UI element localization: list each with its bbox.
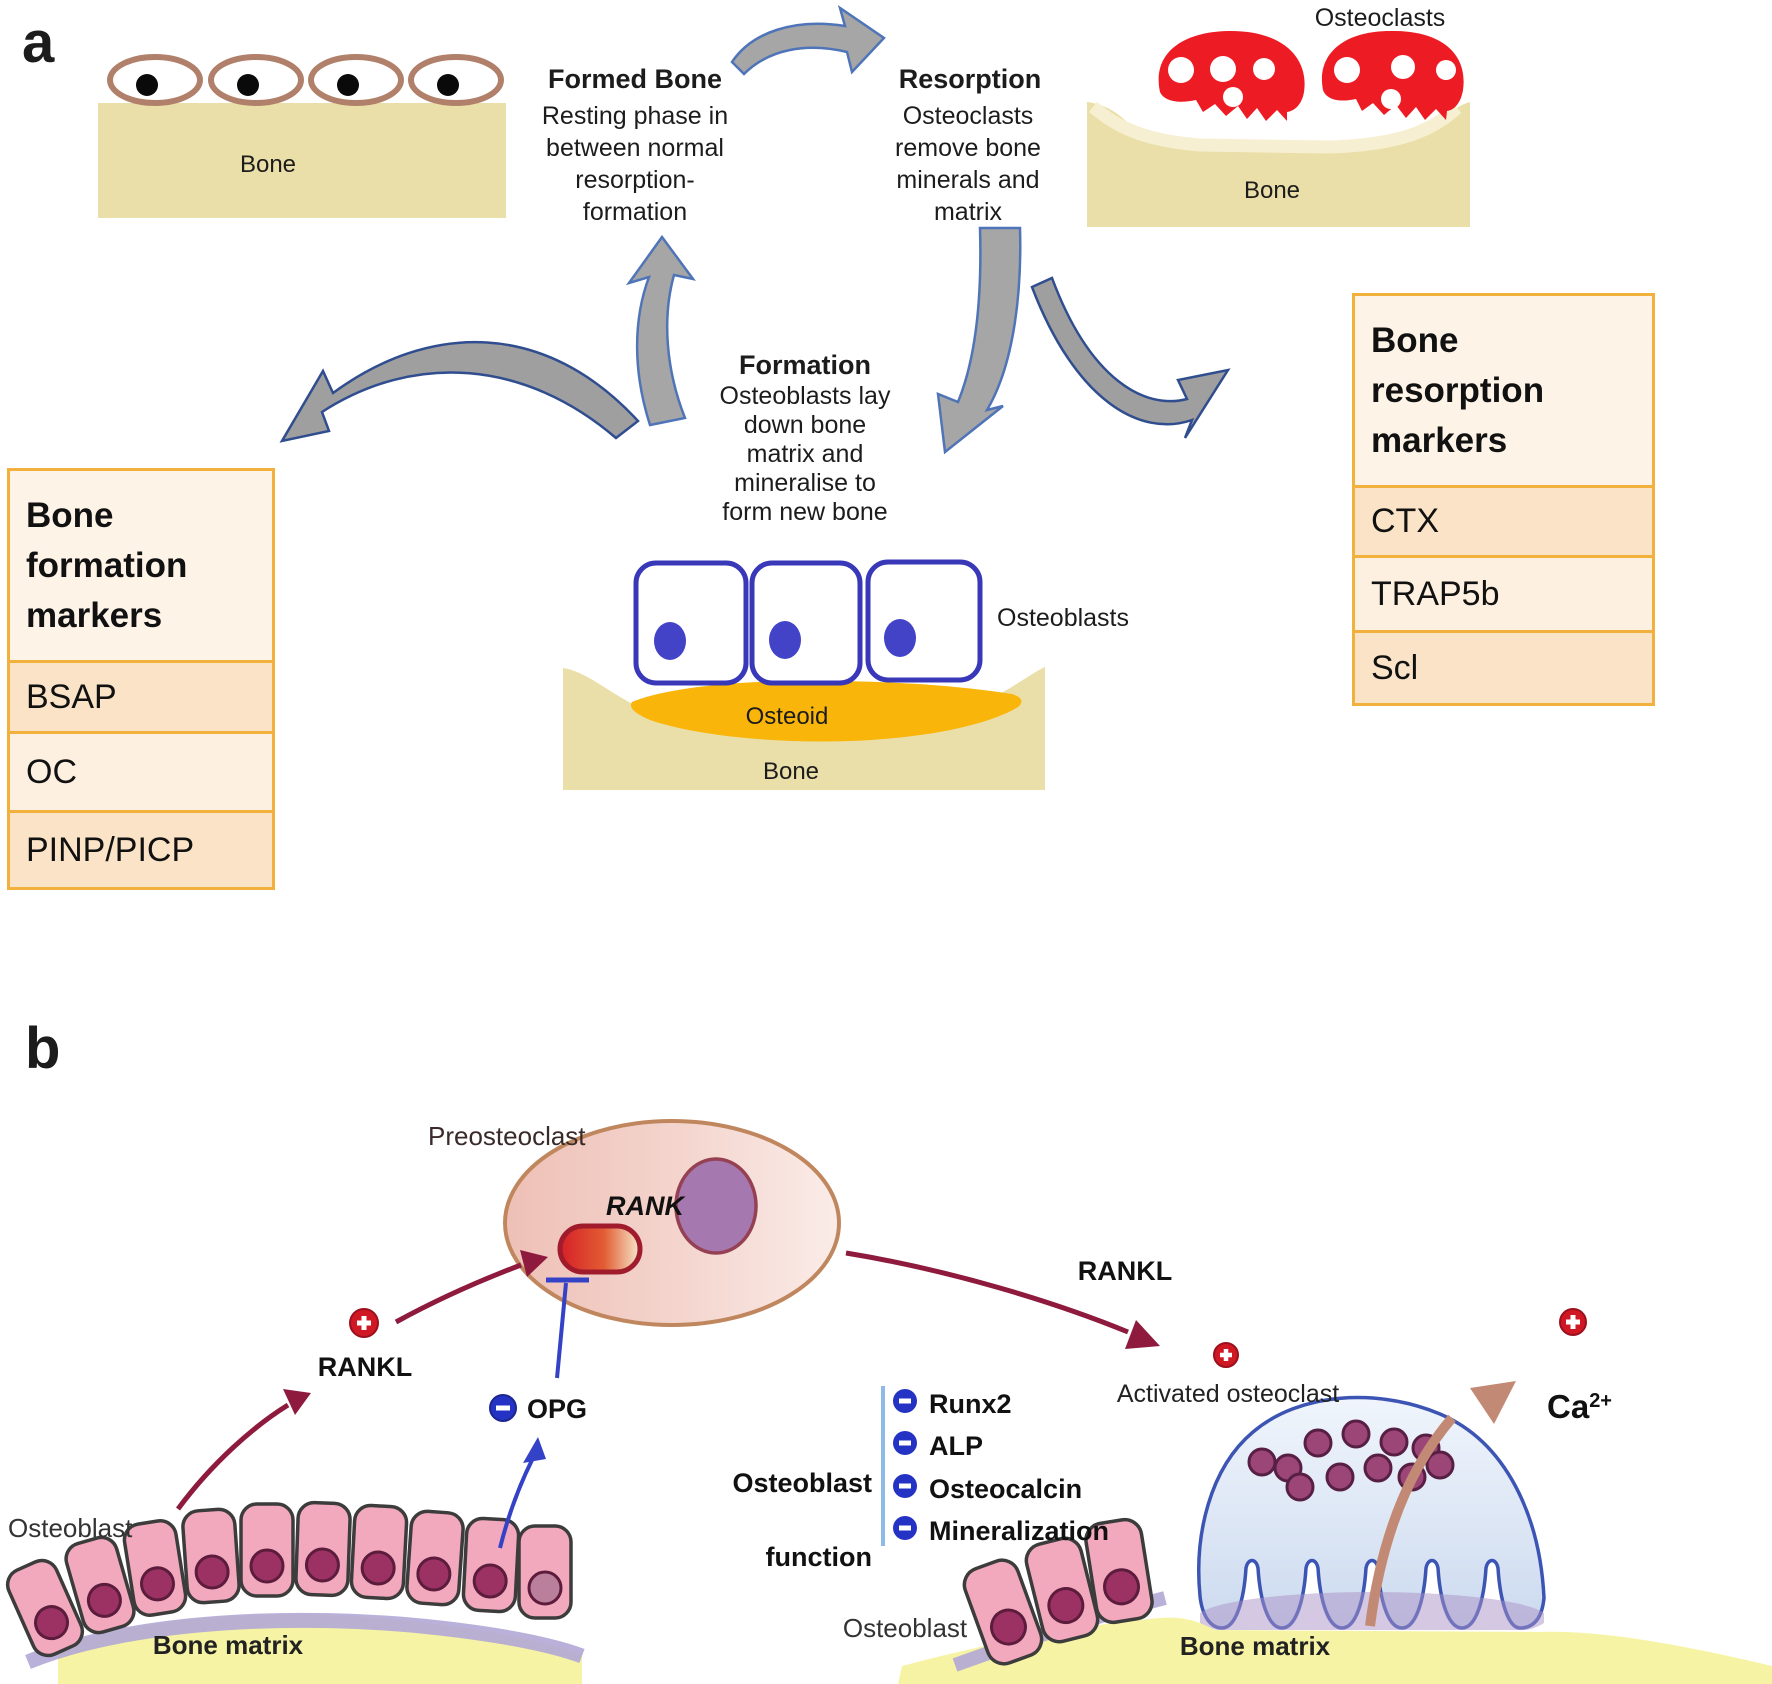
osteoid-layer [630,680,1022,742]
bone-label-resting: Bone [239,151,297,178]
formation-marker-row: PINP/PICP [10,813,272,887]
panel-b-label: b [25,1016,61,1081]
resorption-marker-row: Scl [1355,633,1652,703]
plus-icon-calcium [1559,1308,1587,1336]
plus-icon [349,1308,379,1338]
function-item-osteocalcin: Osteocalcin [929,1474,1083,1504]
arrow-formation-to-formedbone [625,234,696,427]
activated-osteoclast-label: Activated osteoclast [1116,1380,1340,1408]
rankl-to-rank-arrow [175,1262,522,1511]
rankl-right-arrowhead [1125,1320,1160,1349]
calcium-base: Ca [1547,1388,1590,1426]
formed-bone-title: Formed Bone [547,64,723,94]
resting-bone-block [98,54,506,218]
cells-to-opg-arrowhead [523,1437,546,1463]
calcium-superscript: 2+ [1589,1390,1612,1413]
resorption-markers-table: Bone resorption markers CTX TRAP5b Scl [1352,293,1655,706]
bone-lining-cells [107,54,504,106]
osteoblast-right-label: Osteoblast [842,1613,968,1643]
resorption-bone-block [1087,101,1470,227]
lining-cell-nuclei [136,74,459,96]
minus-icon [489,1394,517,1422]
function-item-alp: ALP [929,1431,983,1461]
osteoblasts-label: Osteoblasts [997,604,1130,632]
resorption-marker-row: TRAP5b [1355,558,1652,633]
rank-label: RANK [606,1191,684,1221]
preosteoclast-nucleus [674,1157,758,1255]
function-item-runx2: Runx2 [929,1389,1012,1419]
formation-desc: Osteoblasts lay down bone matrix and min… [719,382,891,526]
minus-icon-mineralization [893,1516,917,1540]
minus-icon-osteocalcin [893,1474,917,1498]
function-item-mineralization: Mineralization [929,1516,1110,1546]
minus-icon-alp [893,1431,917,1455]
osteoblast-left-label: Osteoblast [8,1513,133,1543]
panel-a-label: a [22,10,55,75]
marker-oc: OC [26,752,77,791]
rankl-to-rank-arrowhead [520,1250,548,1277]
bone-matrix-left [25,1612,585,1684]
cells-to-rankl-arrowhead [283,1389,311,1415]
marker-pinp-picp: PINP/PICP [26,830,195,869]
opg-label: OPG [527,1394,588,1424]
resorption-markers-title: Bone resorption markers [1355,296,1652,488]
bone-matrix-right-label: Bone matrix [1179,1631,1331,1661]
formation-marker-row: OC [10,734,272,813]
marker-bsap: BSAP [26,677,117,716]
marker-scl: Scl [1371,648,1419,687]
osteoblast-function-line1: Osteoblast [732,1468,872,1498]
osteoclasts-label: Osteoclasts [1314,4,1446,32]
formation-markers-title: Bone formation markers [10,471,272,663]
rankl-right-label: RANKL [1077,1256,1173,1286]
arrow-to-resorption-markers [1030,276,1231,439]
resorption-title: Resorption [898,64,1042,94]
resorption-marker-row: CTX [1355,488,1652,558]
preosteoclast-label: Preosteoclast [428,1121,586,1151]
arrow-to-formation-markers [279,340,640,443]
bone-matrix-left-label: Bone matrix [152,1630,304,1660]
minus-icon-runx2 [893,1389,917,1413]
marker-ctx: CTX [1371,502,1439,540]
preosteoclast-cell [503,1119,841,1327]
rank-receptor [557,1223,643,1275]
osteoblast-function-line2: function [765,1542,872,1572]
resorption-desc: Osteoclasts remove bone minerals and mat… [895,102,1041,226]
osteoclast-cells [1158,30,1464,122]
marker-trap5b: TRAP5b [1371,574,1500,613]
calcium-release-arrowhead [1470,1381,1516,1424]
osteoid-label: Osteoid [745,703,829,730]
formation-marker-row: BSAP [10,663,272,734]
osteoblast-cells-formation [633,559,983,686]
osteoblast-row-left [5,1500,573,1658]
arrow-formedbone-to-resorption [730,5,886,76]
formation-title: Formation [739,350,871,380]
formation-bone-block [563,667,1045,790]
calcium-label: Ca2+ [1547,1344,1612,1428]
osteoblast-nuclei-formation [654,619,916,660]
calcium-release-arrow [1365,1414,1456,1627]
osteoblast-row-right [962,1517,1154,1666]
bone-label-resorption: Bone [1243,177,1301,204]
bone-label-formation: Bone [762,758,820,785]
rankl-left-label: RANKL [317,1352,413,1382]
osteoblast-function-label: Osteoblast function [632,1428,872,1613]
arrow-resorption-to-formation [936,226,1022,455]
formed-bone-desc: Resting phase in between normal resorpti… [541,102,729,226]
activated-osteoclast-cell [1197,1395,1546,1630]
rankl-right-arrow [845,1250,1129,1335]
plus-icon-activated [1213,1342,1239,1368]
opg-inhibition-line [498,1277,589,1549]
formation-markers-table: Bone formation markers BSAP OC PINP/PICP [7,468,275,890]
